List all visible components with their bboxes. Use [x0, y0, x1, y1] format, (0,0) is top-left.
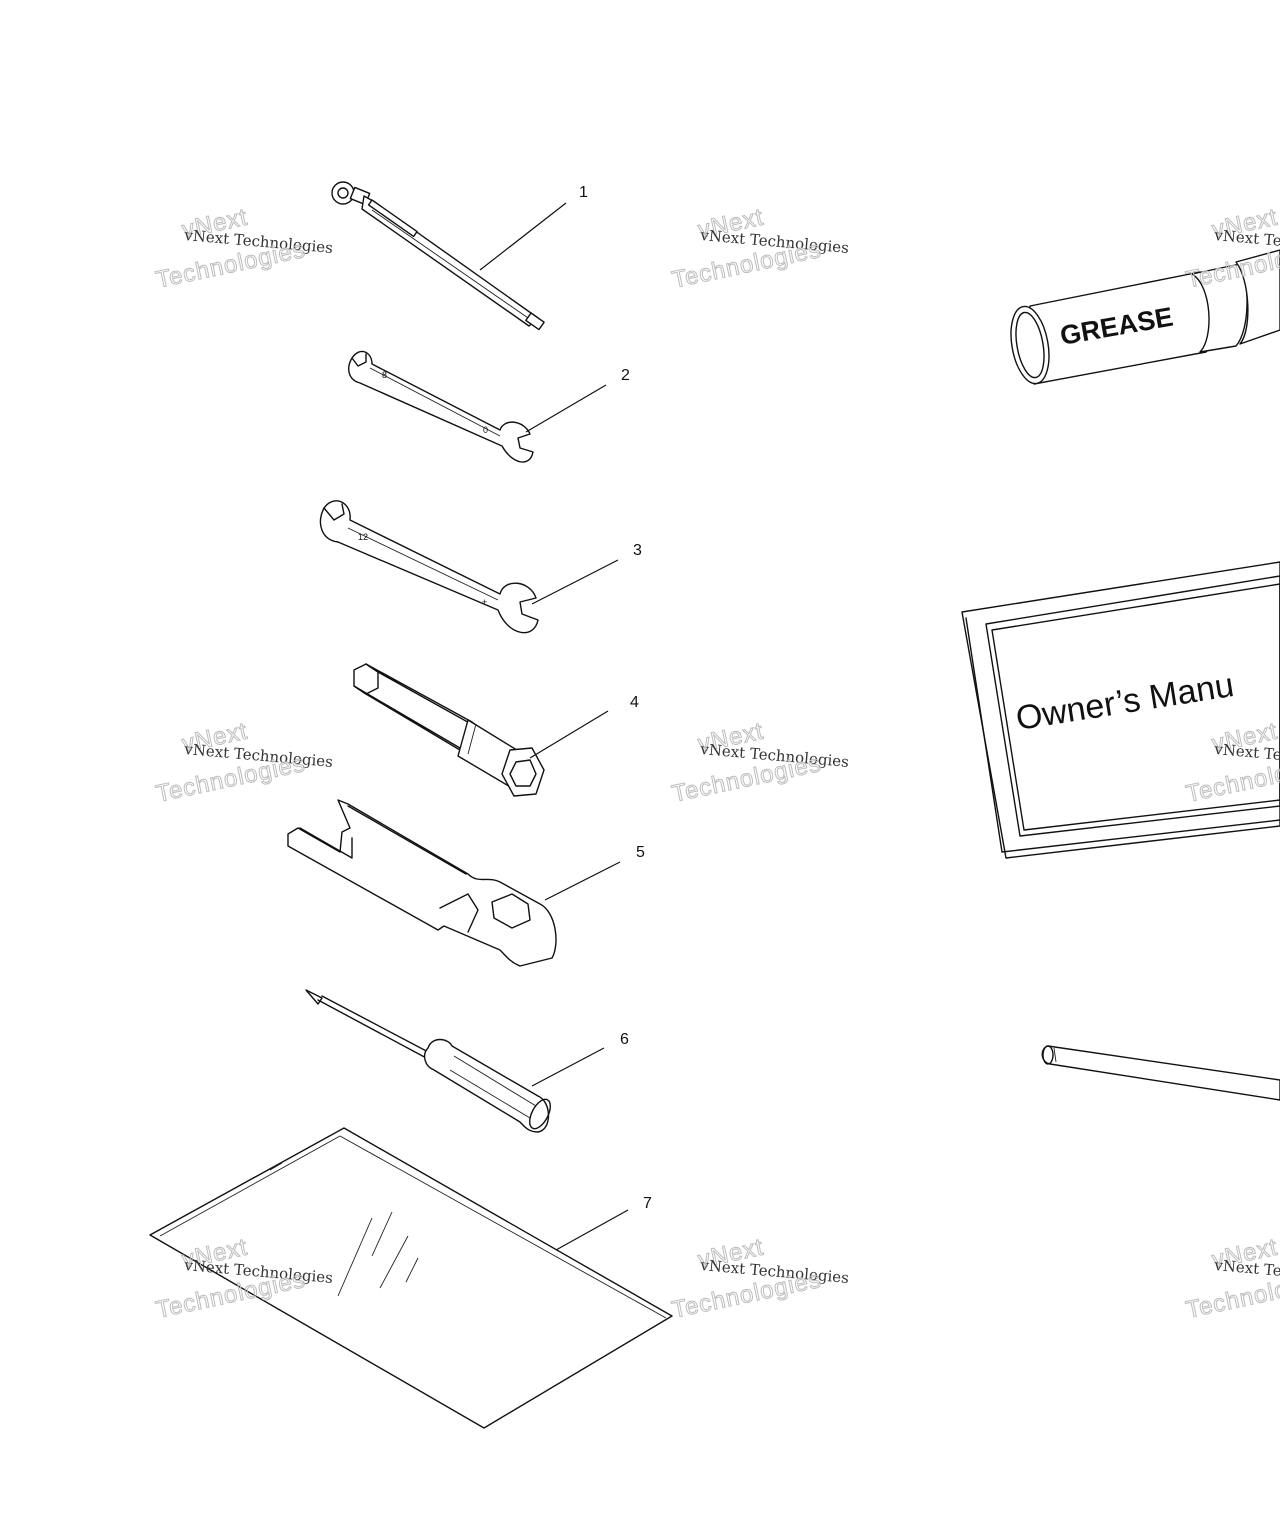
- tire-gauge-part: [331, 181, 545, 331]
- callout-1: 1: [579, 184, 588, 201]
- rod-part: [1041, 1045, 1280, 1101]
- svg-text:8: 8: [382, 370, 387, 380]
- callout-5: 5: [636, 844, 645, 861]
- watermark-4: vNext vNext Technologies Technologies: [153, 717, 334, 808]
- callout-7: 7: [643, 1195, 652, 1212]
- svg-text:+: +: [482, 597, 487, 607]
- watermark-8: vNext vNext Technologies Technologies: [669, 1233, 850, 1324]
- callout-6: 6: [620, 1031, 629, 1048]
- box-socket-part: [353, 663, 545, 797]
- leader-lines: [479, 202, 629, 1251]
- watermark-1: vNext vNext Technologies Technologies: [153, 203, 334, 294]
- callout-2: 2: [621, 367, 630, 384]
- screwdriver-part: [305, 989, 552, 1133]
- watermark-2: vNext vNext Technologies Technologies: [669, 203, 850, 294]
- callout-numbers: 1 2 3 4 5 6 7: [579, 184, 652, 1212]
- watermark-5: vNext vNext Technologies Technologies: [669, 717, 850, 808]
- grease-tube-part: GREASE: [1010, 249, 1280, 385]
- spark-plug-wrench-part: [287, 799, 557, 967]
- tool-bag-part: [149, 1127, 673, 1429]
- callout-4: 4: [630, 694, 639, 711]
- wrench-small-part: 8 0: [348, 350, 534, 463]
- wrench-large-part: 12 +: [319, 500, 539, 634]
- owners-manual-part: Owner’s Manu: [961, 561, 1280, 859]
- svg-text:0: 0: [483, 425, 488, 435]
- watermark-9: vNext vNext Technologies Technologies: [1183, 1233, 1280, 1324]
- callout-3: 3: [633, 542, 642, 559]
- svg-text:12: 12: [358, 532, 368, 542]
